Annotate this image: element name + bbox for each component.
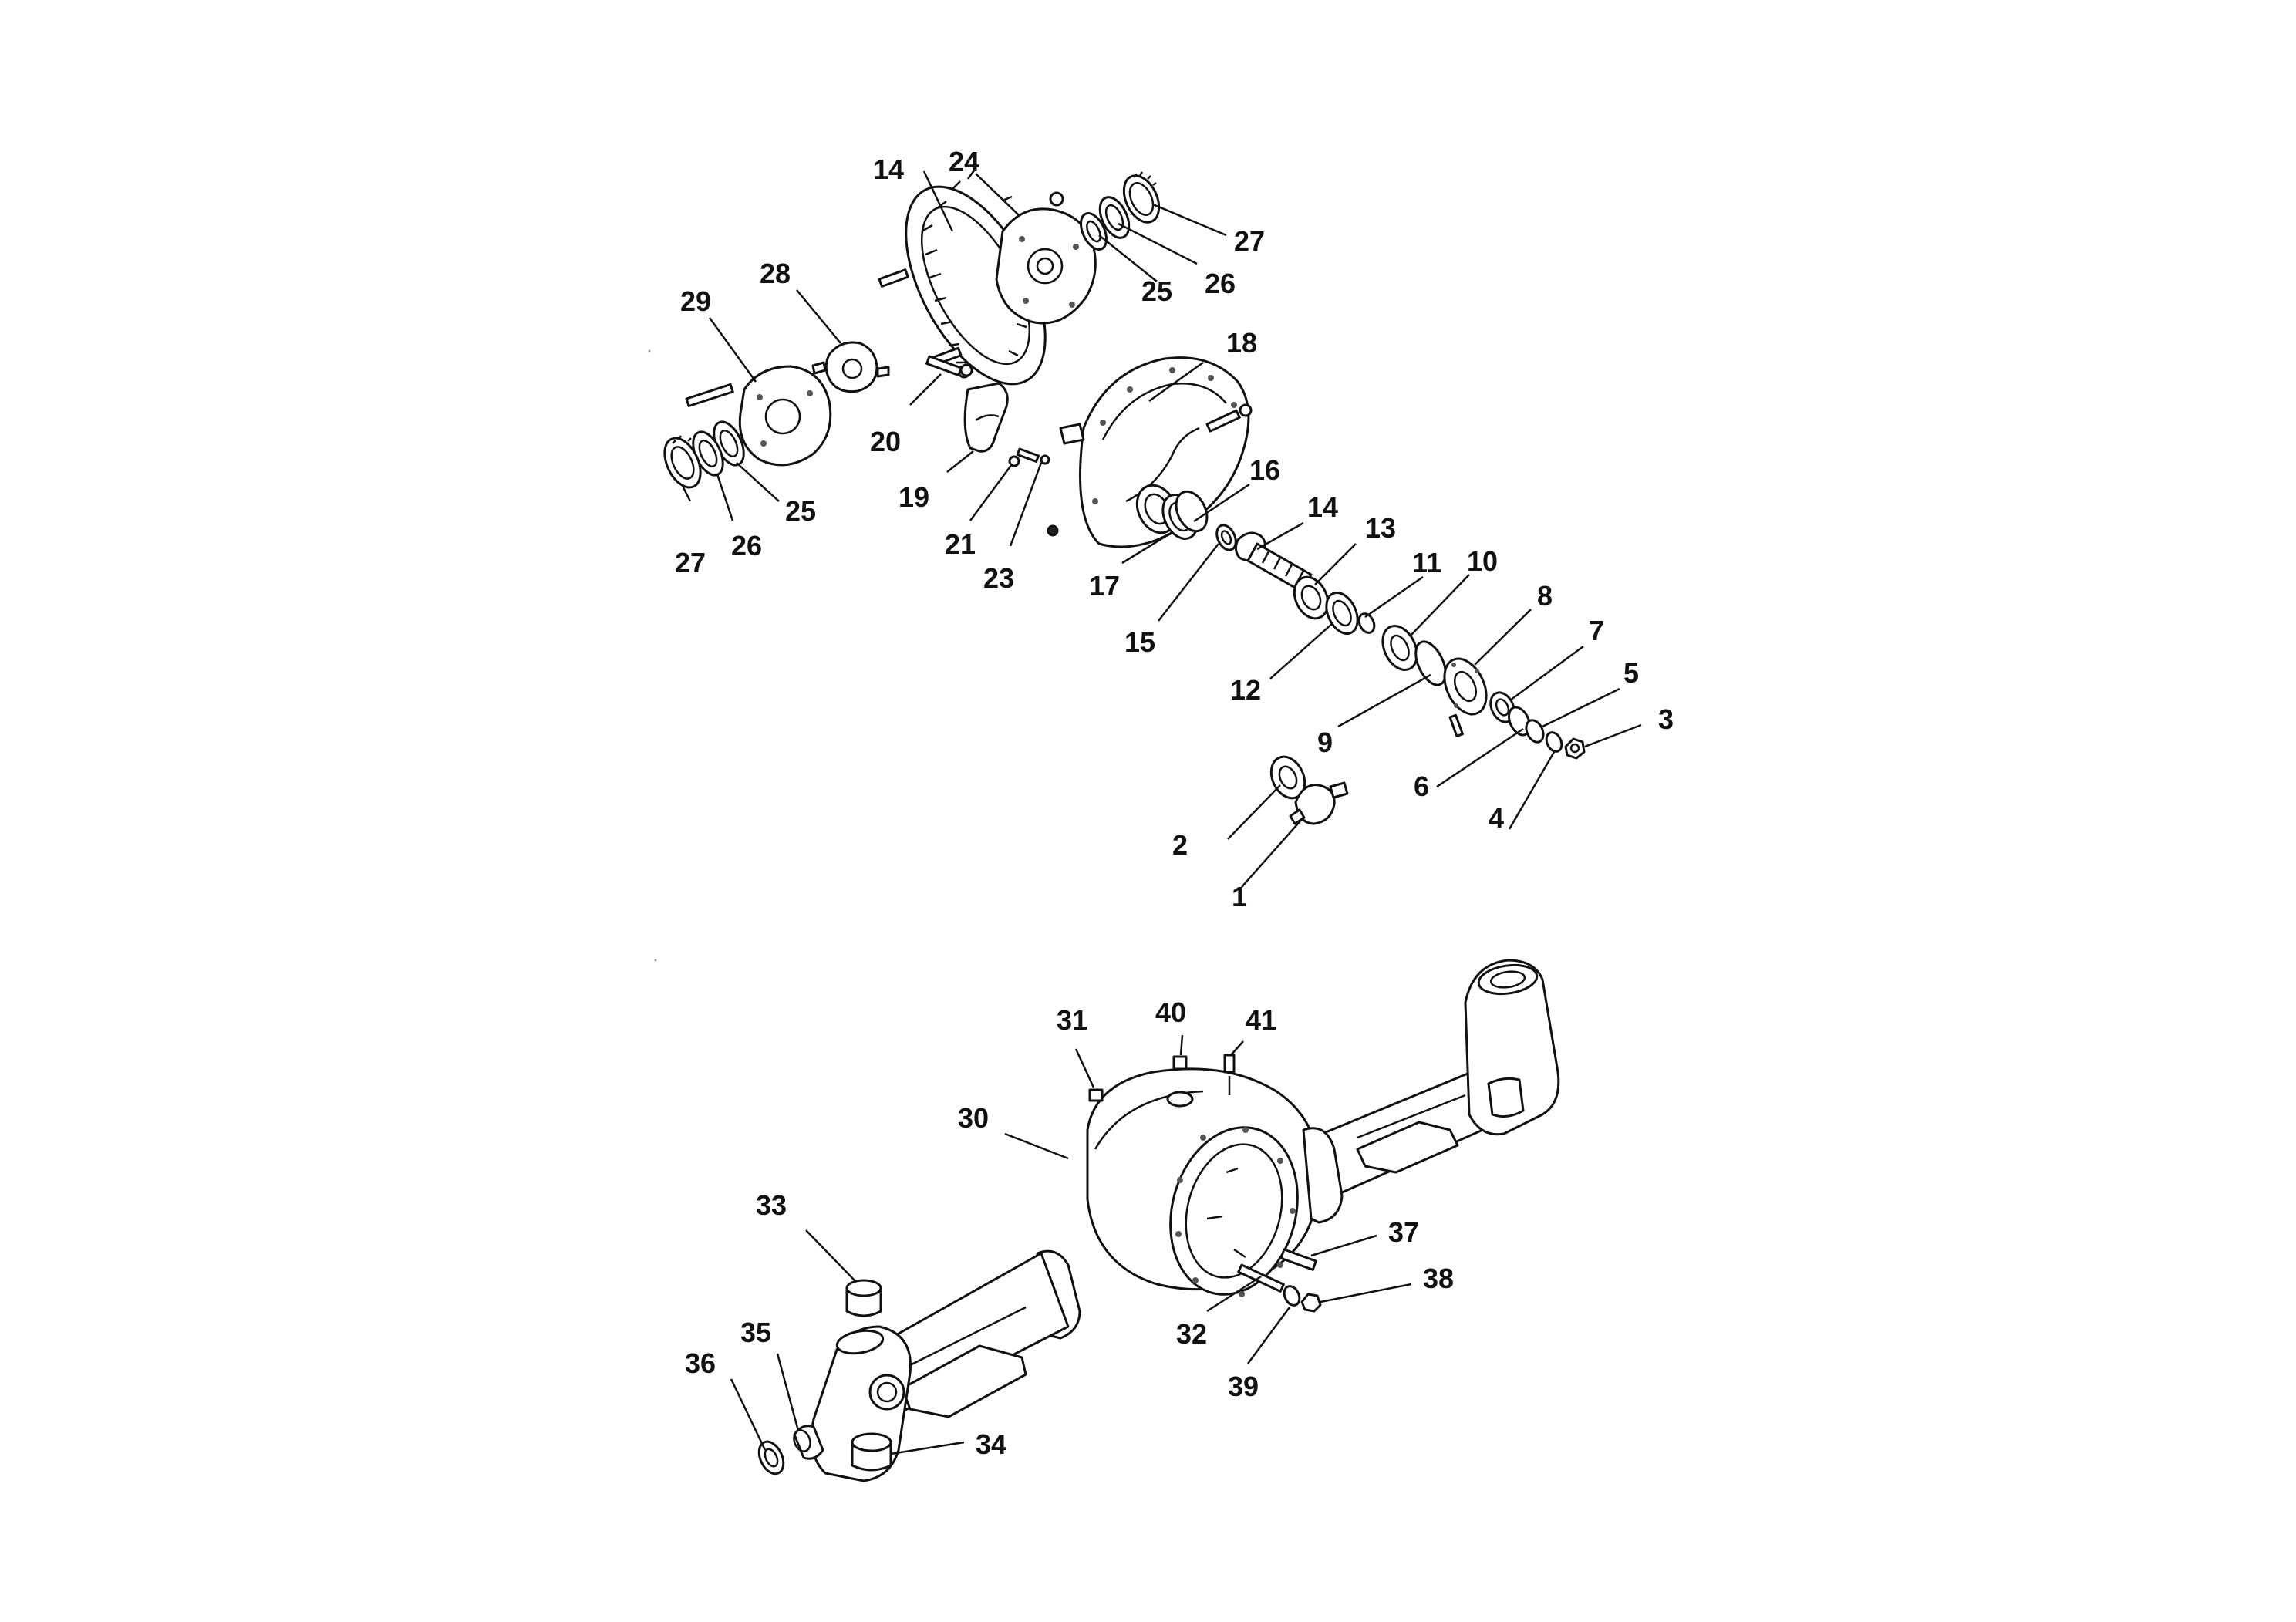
breather <box>1223 1054 1236 1095</box>
flange-washer <box>1545 731 1563 753</box>
callout-37: 37 <box>1388 1216 1419 1248</box>
filler-plug <box>1166 1055 1194 1108</box>
callout-40: 40 <box>1155 996 1186 1028</box>
cap-bolt <box>925 355 973 377</box>
pinion-shim <box>1215 524 1237 551</box>
collapsible-spacer <box>1357 612 1376 634</box>
callout-14: 14 <box>873 153 904 185</box>
callout-26: 26 <box>1205 268 1236 299</box>
cap-lock-pin <box>1016 447 1050 465</box>
drive-pinion <box>1234 531 1313 593</box>
callout-3: 3 <box>1658 703 1674 735</box>
callout-35: 35 <box>740 1317 771 1348</box>
seal-washer <box>1525 719 1545 744</box>
callouts-lower: 31 40 41 30 33 37 38 32 39 35 36 34 <box>685 996 1454 1460</box>
king-pin-bushing-upper <box>845 1279 882 1317</box>
callout-10: 10 <box>1467 545 1498 577</box>
differential-carrier <box>1047 356 1253 548</box>
callout-6: 6 <box>1414 771 1429 802</box>
pinion-bearing-cup-inner <box>1175 490 1209 533</box>
callout-25: 25 <box>785 495 816 527</box>
o-ring <box>1414 640 1447 686</box>
callout-16: 16 <box>1249 454 1280 486</box>
callout-29: 29 <box>680 285 711 317</box>
scan-specks <box>648 349 657 962</box>
pinion-outer-cup <box>1325 592 1359 635</box>
callout-9: 9 <box>1317 727 1333 758</box>
callout-26: 26 <box>731 530 762 561</box>
callout-39: 39 <box>1228 1371 1259 1402</box>
callout-20: 20 <box>870 426 901 457</box>
callout-17: 17 <box>1089 570 1120 602</box>
differential-group: 14 24 27 25 26 28 29 27 26 25 20 19 21 2… <box>663 146 1674 912</box>
breather-vent <box>1088 1088 1104 1102</box>
callout-7: 7 <box>1589 615 1604 646</box>
callout-32: 32 <box>1176 1318 1207 1350</box>
king-pin-bushing-lower <box>851 1432 892 1472</box>
callout-25: 25 <box>1141 275 1172 307</box>
callout-38: 38 <box>1423 1263 1454 1294</box>
bearing-cup-right <box>1098 196 1131 239</box>
callout-31: 31 <box>1057 1004 1087 1036</box>
callout-27: 27 <box>1234 225 1265 257</box>
callout-14: 14 <box>1307 491 1338 523</box>
callout-23: 23 <box>983 562 1014 594</box>
callout-2: 2 <box>1172 829 1188 861</box>
callout-36: 36 <box>685 1347 716 1379</box>
callout-18: 18 <box>1226 327 1257 359</box>
axle-bushing <box>793 1425 824 1460</box>
differential-case <box>995 191 1097 325</box>
dust-shield <box>1507 706 1532 737</box>
callout-5: 5 <box>1623 657 1639 689</box>
callout-11: 11 <box>1412 547 1441 578</box>
bearing-cap <box>963 382 1009 453</box>
callout-30: 30 <box>958 1102 989 1134</box>
axle-housing <box>810 959 1560 1482</box>
pinion-bearing <box>1293 575 1330 620</box>
callout-24: 24 <box>949 146 979 177</box>
companion-flange <box>1289 781 1349 825</box>
leader-lines-upper <box>681 170 1642 888</box>
callouts-upper: 14 24 27 25 26 28 29 27 26 25 20 19 21 2… <box>675 146 1674 912</box>
housing-stud <box>1237 1263 1285 1293</box>
callout-19: 19 <box>899 481 929 513</box>
callout-21: 21 <box>945 528 976 560</box>
stud-washer <box>1283 1285 1301 1307</box>
adjusting-ring-left <box>663 435 702 489</box>
carrier-stud <box>1279 1248 1317 1271</box>
axle-housing-group: 31 40 41 30 33 37 38 32 39 35 36 34 <box>685 959 1560 1482</box>
leader-lines-lower <box>730 1034 1412 1455</box>
pinion-retainer <box>1443 657 1488 737</box>
callout-27: 27 <box>675 547 706 578</box>
callout-33: 33 <box>756 1189 787 1221</box>
callout-1: 1 <box>1232 881 1247 912</box>
cap-washer <box>1008 455 1020 467</box>
callout-15: 15 <box>1124 626 1155 658</box>
callout-34: 34 <box>976 1428 1006 1460</box>
crown-gear <box>905 170 1047 386</box>
axle-seal <box>757 1440 785 1475</box>
callout-4: 4 <box>1489 802 1504 834</box>
pinion-front-bearing <box>1381 625 1418 671</box>
pinion-nut <box>1564 737 1586 760</box>
callout-28: 28 <box>760 258 791 289</box>
callout-8: 8 <box>1537 580 1553 612</box>
callout-12: 12 <box>1230 674 1261 706</box>
stud-nut <box>1300 1293 1322 1313</box>
differential-spider <box>811 341 890 393</box>
callout-41: 41 <box>1246 1004 1276 1036</box>
differential-case-half <box>685 365 832 467</box>
callout-13: 13 <box>1365 512 1396 544</box>
adjusting-ring-right <box>1122 171 1161 224</box>
tapered-bearing-right <box>1079 212 1108 251</box>
